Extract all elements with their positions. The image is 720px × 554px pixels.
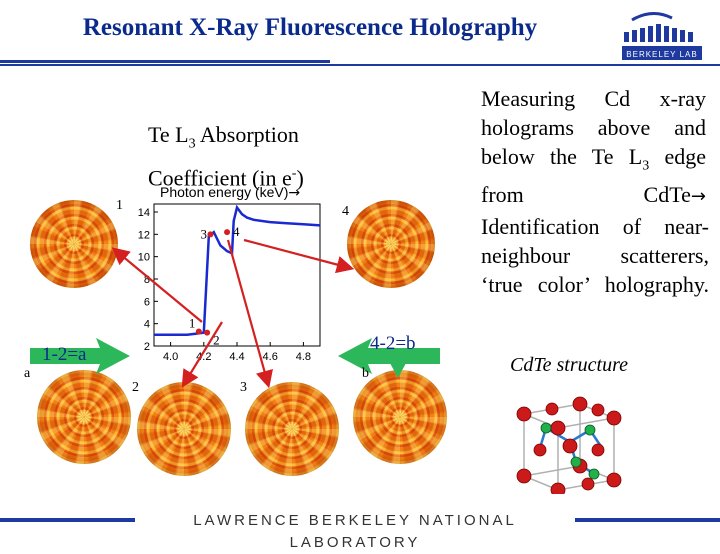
berkeley-lab-logo: BERKELEY LAB	[622, 12, 702, 60]
absorption-label-line2: Coefficient (in e	[148, 165, 292, 191]
label-2: 2	[132, 380, 139, 395]
measuring-paragraph: Measuring Cd x-ray holograms above and b…	[481, 84, 706, 211]
label-4: 4	[342, 204, 349, 219]
green-arrows	[30, 338, 440, 378]
absorption-label-prefix: Te L	[148, 122, 189, 147]
y-tick-label: 14	[138, 207, 150, 219]
y-tick-label: 4	[144, 319, 150, 331]
y-tick-label: 10	[138, 252, 150, 264]
photon-energy-label: Photon energy (keV)→	[160, 184, 300, 201]
arrow-2	[181, 321, 223, 388]
photon-energy-text: Photon energy (keV)	[160, 184, 289, 200]
arrow-1	[111, 247, 203, 323]
cdte-crystal-structure	[516, 396, 622, 494]
green-arrow-left	[30, 338, 130, 374]
identification-paragraph: Identification of near-neighbour scatter…	[481, 214, 709, 297]
y-tick-label: 12	[138, 229, 150, 241]
hologram-b	[353, 370, 447, 464]
label-1-2-a: 1-2=a	[42, 344, 87, 365]
label-4-2-b: 4-2=b	[370, 333, 416, 354]
x-tick-label: 4.0	[163, 351, 178, 363]
y-tick-label: 2	[144, 341, 150, 353]
measuring-text-end: edge from CdTe	[481, 144, 706, 208]
point-4	[224, 229, 231, 236]
title-divider	[0, 60, 720, 66]
point-label-1: 1	[189, 315, 196, 330]
absorption-label: Te L3 Absorption Coefficient (in e-)	[148, 120, 304, 194]
photon-arrow: →	[288, 185, 301, 201]
point-1	[195, 328, 202, 335]
x-tick-label: 4.4	[229, 351, 244, 363]
hologram-2	[137, 382, 231, 476]
hologram-4	[347, 200, 435, 288]
footer-lab-name: LAWRENCE BERKELEY NATIONAL LABORATORY	[135, 510, 575, 551]
hologram-3	[245, 382, 339, 476]
red-arrows	[111, 238, 355, 389]
point-2	[204, 329, 211, 336]
y-tick-label: 6	[144, 296, 150, 308]
label-3: 3	[240, 380, 247, 395]
absorption-label-line2-end: )	[296, 165, 304, 191]
hologram-1	[30, 200, 118, 288]
structure-title-rest: Te structure	[533, 354, 628, 376]
absorption-label-sub: 3	[188, 136, 196, 152]
arrow-3	[226, 239, 273, 389]
label-b: b	[362, 366, 369, 381]
absorption-label-line1-end: Absorption	[195, 122, 299, 147]
label-a: a	[24, 366, 31, 381]
label-1: 1	[116, 198, 123, 213]
point-3	[207, 231, 214, 238]
hologram-a	[37, 370, 131, 464]
measuring-arrow: →	[690, 186, 706, 208]
measuring-text: Measuring Cd x-ray holograms above and b…	[481, 86, 706, 169]
point-label-2: 2	[213, 333, 220, 348]
point-label-3: 3	[200, 226, 207, 241]
structure-title-cd: Cd	[510, 354, 534, 376]
y-tick-label: 8	[144, 274, 150, 286]
point-label-4: 4	[233, 224, 240, 239]
x-tick-label: 4.6	[263, 351, 278, 363]
measuring-subscript: 3	[642, 158, 650, 174]
logo-text: BERKELEY LAB	[626, 50, 697, 59]
green-arrow-down	[383, 350, 413, 378]
x-tick-label: 4.8	[296, 351, 311, 363]
arrow-4	[243, 238, 355, 274]
structure-title: CdTe structure	[510, 354, 628, 377]
absorption-label-sup: -	[291, 166, 297, 182]
arrows-overlay	[30, 238, 440, 389]
page-title: Resonant X-Ray Fluorescence Holography	[82, 14, 538, 41]
